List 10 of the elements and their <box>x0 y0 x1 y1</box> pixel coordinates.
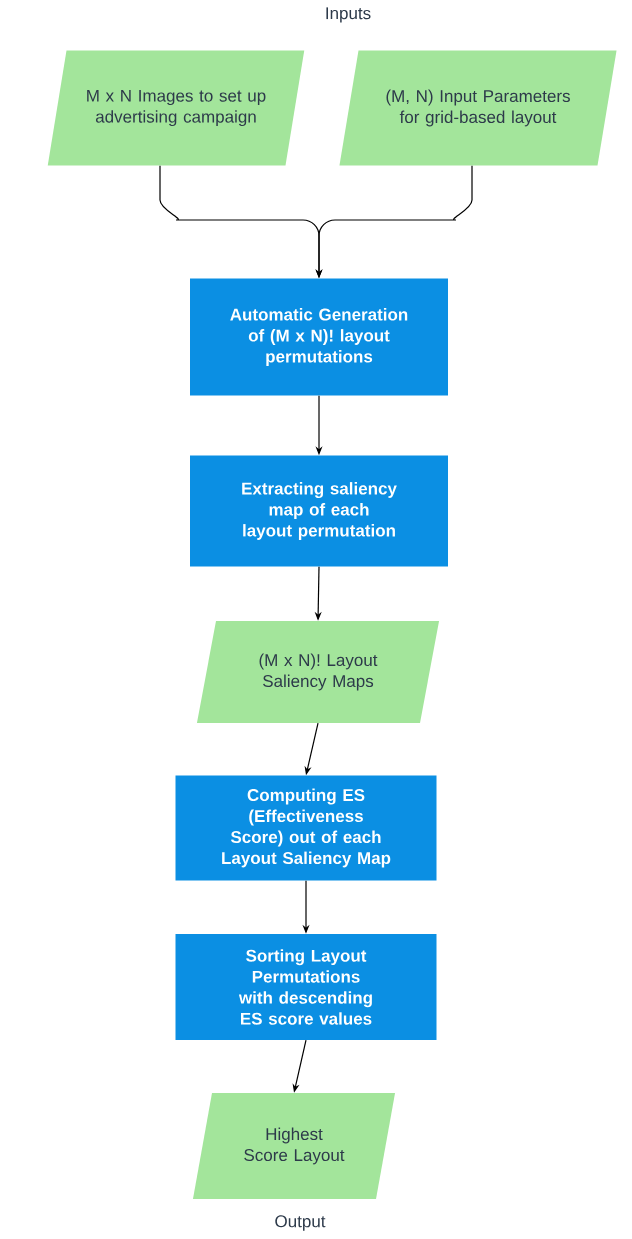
caption-text: Output <box>275 1215 326 1231</box>
process-box: Extracting saliency map of each layout permutation <box>190 455 448 567</box>
data-parallelogram: Highest Score Layout <box>192 1093 396 1199</box>
process-box: Automatic Generation of (M x N)! layout permutations <box>190 278 448 396</box>
data-parallelogram: M x N Images to set up advertising campaign <box>47 50 305 166</box>
data-parallelogram: (M, N) Input Parameters for grid-based layout <box>339 50 617 166</box>
process-box: Computing ES (Effectiveness Score) out of each Layout Saliency Map <box>175 775 437 881</box>
caption-text: Inputs <box>326 7 371 23</box>
process-box: Sorting Layout Permutations with descending ES score values <box>175 934 437 1040</box>
data-parallelogram: (M x N)! Layout Saliency Maps <box>196 621 440 723</box>
